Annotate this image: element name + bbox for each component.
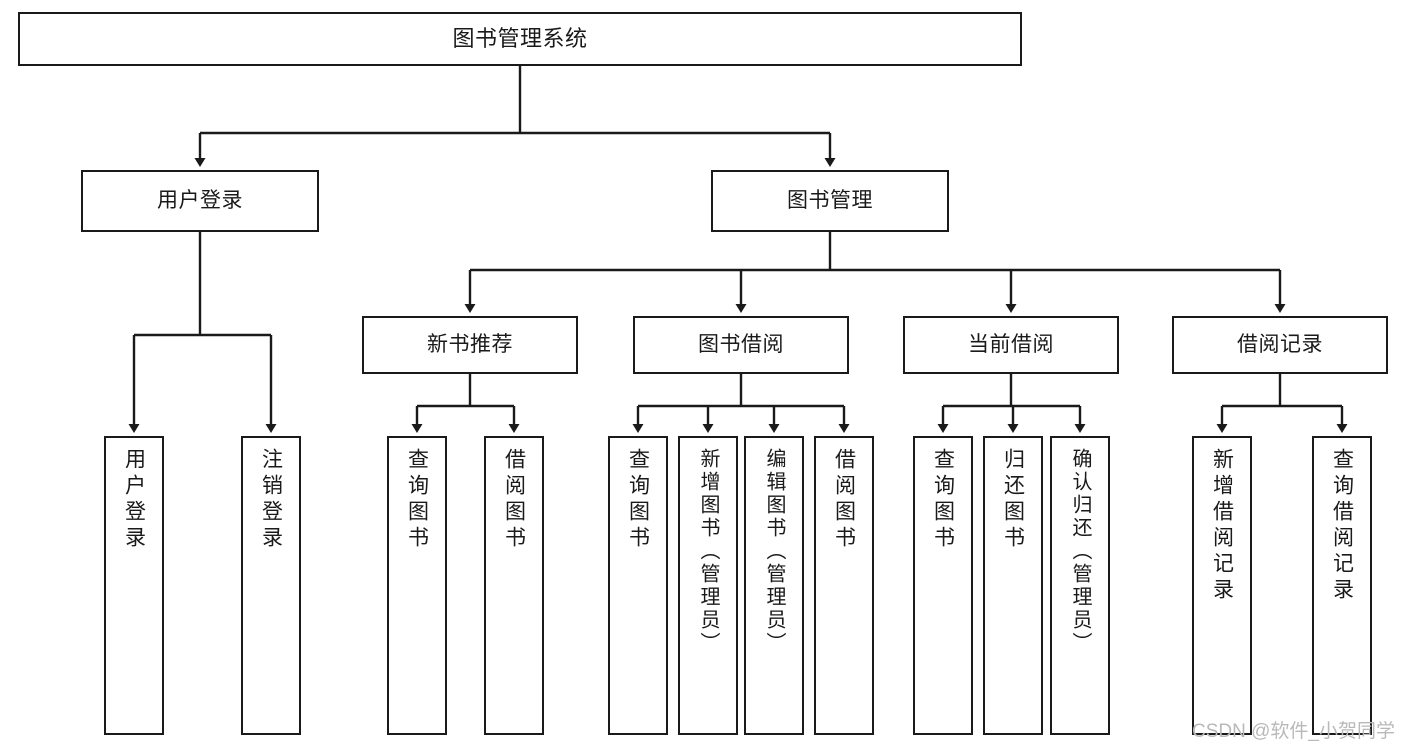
node-label: 新增借阅记录: [1210, 448, 1234, 604]
node-label: 借阅图书: [502, 448, 526, 552]
node-leaf-query-book-2[interactable]: 查询图书: [608, 436, 668, 735]
node-label: 图书管理: [787, 188, 873, 212]
node-label: 查询图书: [405, 448, 429, 552]
node-user-login[interactable]: 用户登录: [81, 170, 319, 232]
node-label: 用户登录: [157, 188, 243, 212]
node-leaf-add-book-admin[interactable]: 新增图书（管理员）: [678, 436, 738, 735]
node-current-borrow[interactable]: 当前借阅: [903, 316, 1119, 374]
node-leaf-return-book[interactable]: 归还图书: [983, 436, 1043, 735]
node-label: 归还图书: [1001, 448, 1025, 552]
node-root-system[interactable]: 图书管理系统: [18, 12, 1022, 66]
node-label: 用户登录: [122, 448, 146, 552]
node-label: 查询图书: [931, 448, 955, 552]
node-leaf-edit-book-admin[interactable]: 编辑图书（管理员）: [744, 436, 804, 735]
node-label: 编辑图书（管理员）: [763, 448, 785, 655]
node-leaf-query-book-3[interactable]: 查询图书: [913, 436, 973, 735]
node-leaf-borrow-book-1[interactable]: 借阅图书: [484, 436, 544, 735]
watermark: CSDN @软件_小贺同学: [1192, 721, 1395, 742]
node-label: 借阅记录: [1237, 332, 1323, 356]
node-label: 新书推荐: [427, 332, 513, 356]
node-leaf-borrow-book-2[interactable]: 借阅图书: [814, 436, 874, 735]
node-label: 新增图书（管理员）: [697, 448, 719, 655]
node-label: 当前借阅: [968, 332, 1054, 356]
node-leaf-user-login[interactable]: 用户登录: [104, 436, 164, 735]
node-label: 查询借阅记录: [1330, 448, 1354, 604]
node-label: 图书借阅: [698, 332, 784, 356]
node-leaf-add-borrow-record[interactable]: 新增借阅记录: [1192, 436, 1252, 735]
node-label: 借阅图书: [832, 448, 856, 552]
node-leaf-confirm-return-admin[interactable]: 确认归还（管理员）: [1050, 436, 1110, 735]
node-label: 确认归还（管理员）: [1069, 448, 1091, 655]
node-label: 图书管理系统: [452, 26, 588, 52]
node-borrow-record[interactable]: 借阅记录: [1172, 316, 1388, 374]
node-leaf-logout[interactable]: 注销登录: [241, 436, 301, 735]
node-label: 注销登录: [259, 448, 283, 552]
node-label: 查询图书: [626, 448, 650, 552]
node-leaf-query-borrow-record[interactable]: 查询借阅记录: [1312, 436, 1372, 735]
node-book-manage[interactable]: 图书管理: [711, 170, 949, 232]
node-leaf-query-book-1[interactable]: 查询图书: [387, 436, 447, 735]
node-new-book-recommend[interactable]: 新书推荐: [362, 316, 578, 374]
node-book-borrow[interactable]: 图书借阅: [633, 316, 849, 374]
